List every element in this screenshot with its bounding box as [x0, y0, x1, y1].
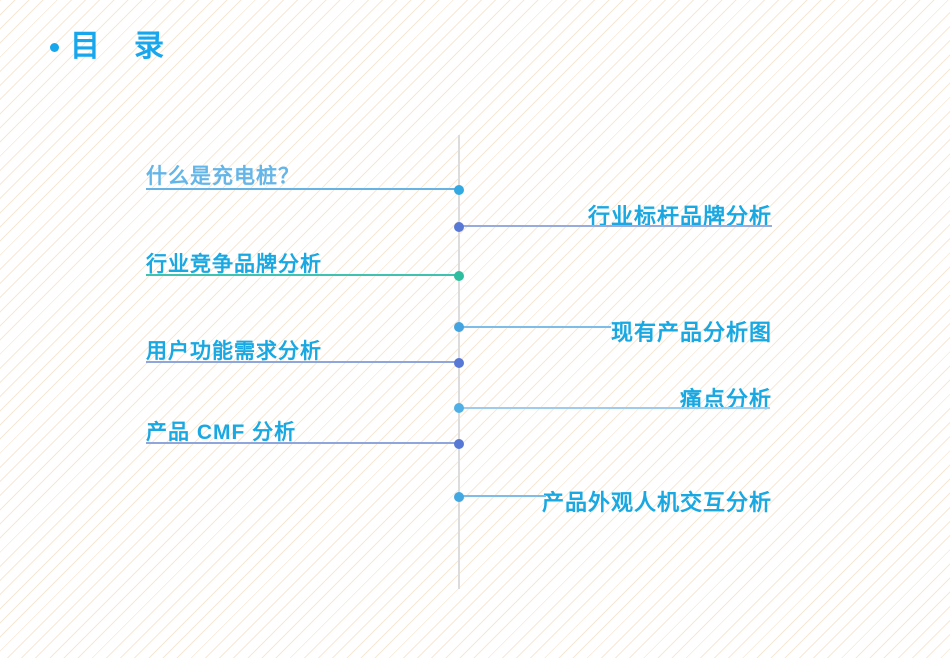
- toc-node-dot: [454, 271, 464, 281]
- toc-node-dot: [454, 358, 464, 368]
- toc-item-label: 产品 CMF 分析: [146, 421, 297, 444]
- toc-node-dot: [454, 322, 464, 332]
- slide-title-row: 目 录: [50, 30, 166, 64]
- toc-node-dot: [454, 439, 464, 449]
- toc-connector-line: [459, 407, 770, 409]
- toc-node-dot: [454, 185, 464, 195]
- toc-item-label: 痛点分析: [679, 387, 772, 412]
- toc-connector-line: [146, 188, 458, 190]
- toc-node-dot: [454, 403, 464, 413]
- toc-item-label: 什么是充电桩？: [146, 165, 300, 188]
- toc-item-label: 行业标杆品牌分析: [587, 204, 772, 229]
- toc-connector-line: [459, 225, 772, 227]
- toc-connector-line: [146, 274, 458, 276]
- page-title: 目 录: [70, 30, 166, 63]
- toc-item-label: 产品外观人机交互分析: [541, 490, 772, 515]
- toc-node-dot: [454, 492, 464, 502]
- toc-connector-line: [146, 442, 458, 444]
- toc-node-dot: [454, 222, 464, 232]
- title-bullet-icon: [50, 42, 59, 52]
- toc-connector-line: [146, 361, 458, 363]
- toc-connector-line: [459, 495, 546, 497]
- toc-item-label: 用户功能需求分析: [146, 340, 322, 363]
- toc-connector-line: [459, 326, 611, 328]
- toc-item-label: 现有产品分析图: [610, 320, 772, 345]
- toc-item-label: 行业竞争品牌分析: [146, 253, 322, 276]
